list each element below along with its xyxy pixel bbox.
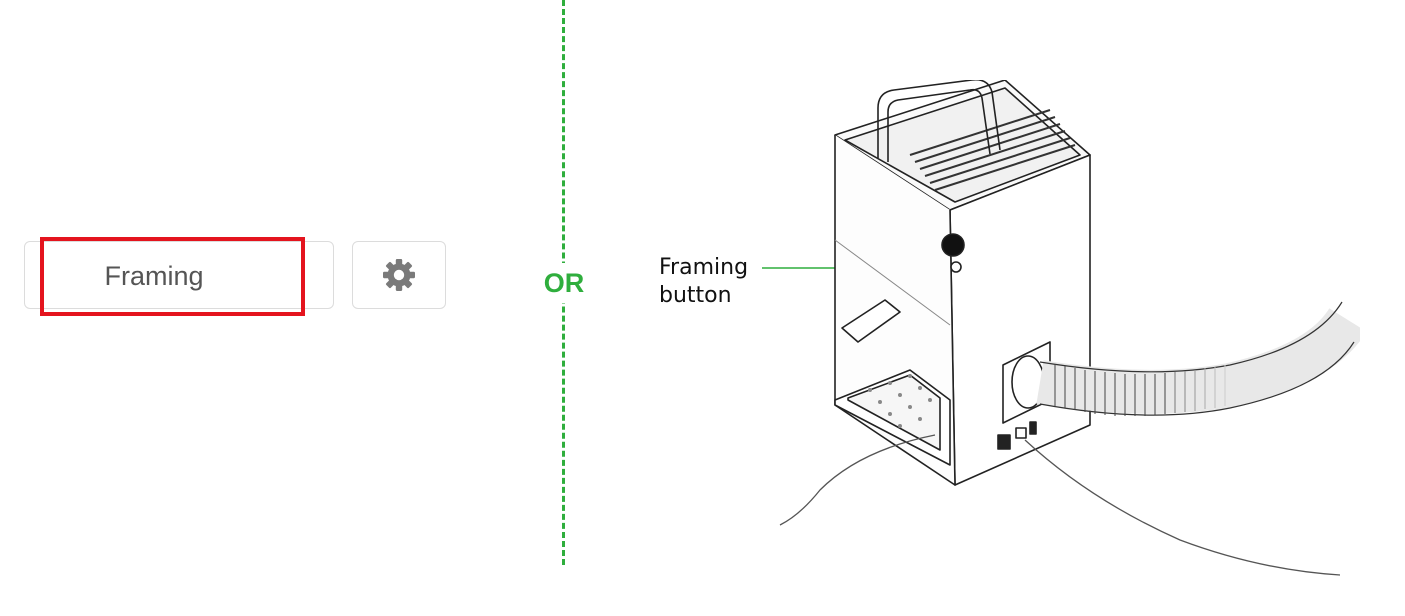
- framing-button-label: Framing: [104, 260, 204, 291]
- callout-line-1: Framing: [659, 255, 749, 280]
- callout-line-2: button: [659, 283, 732, 308]
- or-label: OR: [544, 263, 584, 303]
- settings-button[interactable]: [352, 241, 446, 309]
- framing-button[interactable]: Framing: [24, 241, 334, 309]
- gear-icon: [383, 259, 415, 291]
- framing-button-callout: Framing button: [659, 254, 769, 310]
- laser-machine-illustration: [779, 80, 1360, 576]
